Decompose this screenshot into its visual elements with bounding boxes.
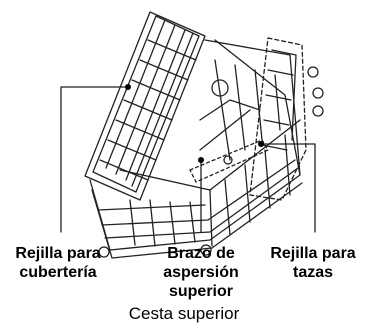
leader-dot-cups [258, 141, 264, 147]
label-spray-arm: Brazo de aspersión superior [163, 245, 239, 300]
rack-wheels [98, 66, 324, 258]
cutlery-rack [84, 11, 206, 201]
label-cup-rack: Rejilla para tazas [270, 245, 356, 281]
leader-line-cutlery [60, 86, 129, 233]
leader-dot-cutlery [125, 84, 131, 90]
figure-caption: Cesta superior [128, 304, 240, 323]
basket-frame [89, 39, 303, 259]
label-cutlery-rack: Rejilla para cubertería [15, 245, 101, 281]
leader-line-cups [260, 143, 316, 233]
cup-rack [249, 37, 307, 201]
spray-arm [189, 139, 269, 183]
leader-dot-spray [198, 157, 204, 163]
